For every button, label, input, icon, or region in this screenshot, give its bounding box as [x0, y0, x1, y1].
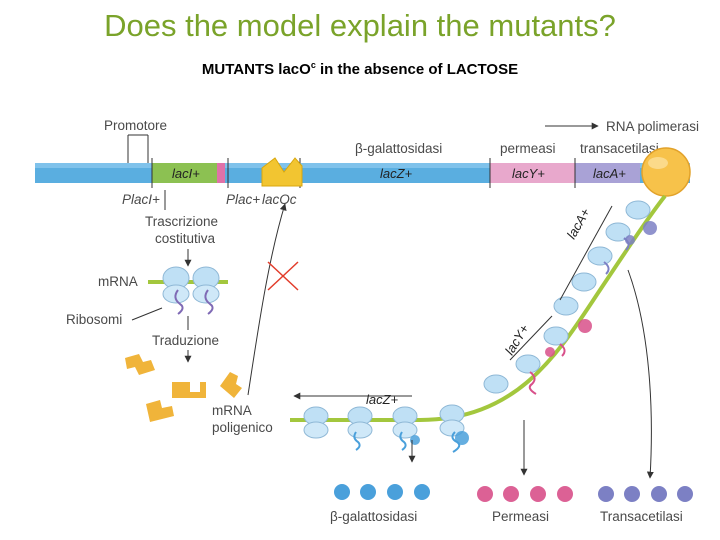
- slide-title: Does the model explain the mutants?: [104, 8, 616, 43]
- laca-span-line: [559, 205, 613, 301]
- repressor-protein-2: [172, 382, 206, 398]
- laca-gene-segment: [575, 163, 640, 183]
- transacetilasi-label: transacetilasi: [580, 141, 659, 156]
- product-transacetilasi-label: Transacetilasi: [600, 509, 683, 524]
- product-galattosidasi-label: β-galattosidasi: [330, 509, 417, 524]
- permeasi-label: permeasi: [500, 141, 556, 156]
- plac-label: Plac+: [226, 192, 260, 207]
- lacy-span-line: [509, 315, 553, 361]
- laca-gene-label: lacA+: [593, 166, 626, 181]
- laci-gene-segment: [152, 163, 217, 183]
- operator-oc-mutant: [261, 157, 303, 187]
- blocked-cross-2: [267, 261, 299, 291]
- protein-blobs-on-mrna: [410, 221, 657, 445]
- mrna-poli-label-1: mRNA: [212, 403, 252, 418]
- laca-mrna-label: lacA+: [564, 205, 594, 241]
- ribosomi-pointer: [131, 307, 163, 321]
- laci-gene-label: lacI+: [172, 166, 200, 181]
- costitutiva-label: costitutiva: [155, 231, 216, 246]
- nascent-chain-2: [204, 289, 214, 315]
- repressor-binding-arrow: [247, 203, 287, 396]
- lacz-gene-label: lacZ+: [380, 166, 413, 181]
- polymerase-shine: [648, 157, 668, 169]
- mrna-label: mRNA: [98, 274, 138, 289]
- repressor-protein-1: [125, 354, 155, 375]
- permeasi-proteins: [477, 486, 573, 502]
- ribosomi-label: Ribosomi: [66, 312, 122, 327]
- mrna-poli-label-2: poligenico: [212, 420, 273, 435]
- promotore-label: Promotore: [104, 118, 167, 133]
- slide-subtitle: MUTANTS lacOc in the absence of LACTOSE: [0, 60, 720, 78]
- placi-label: PlacI+: [122, 192, 160, 207]
- plac-promoter-segment: [217, 163, 225, 183]
- dna-highlight: [35, 163, 690, 168]
- repressor-protein-3: [220, 372, 242, 398]
- subtitle-operator-sup: c: [310, 60, 316, 70]
- nascent-chain-1: [174, 289, 184, 315]
- traduzione-label: Traduzione: [152, 333, 219, 348]
- repressor-protein-4: [146, 400, 174, 422]
- lacz-mrna-label: lacZ+: [366, 392, 399, 407]
- trans-product-arrow: [627, 269, 654, 479]
- mrna-ribosomes: [303, 200, 651, 439]
- lacy-gene-label: lacY+: [512, 166, 545, 181]
- transacetilasi-proteins: [598, 486, 693, 502]
- galattosidasi-label: β-galattosidasi: [355, 141, 442, 156]
- rna-polimerasi-label: RNA polimerasi: [606, 119, 699, 134]
- trascrizione-label: Trascrizione: [145, 214, 218, 229]
- subtitle-prefix: MUTANTS lac: [201, 61, 300, 78]
- operator-label: lacOc: [262, 192, 297, 207]
- product-permeasi-label: Permeasi: [492, 509, 549, 524]
- subtitle-operator: O: [299, 61, 311, 78]
- lacy-gene-segment: [490, 163, 575, 183]
- subtitle-suffix: in the absence of LACTOSE: [315, 61, 519, 78]
- galattosidasi-proteins: [334, 484, 430, 500]
- rna-polymerase: [641, 147, 691, 197]
